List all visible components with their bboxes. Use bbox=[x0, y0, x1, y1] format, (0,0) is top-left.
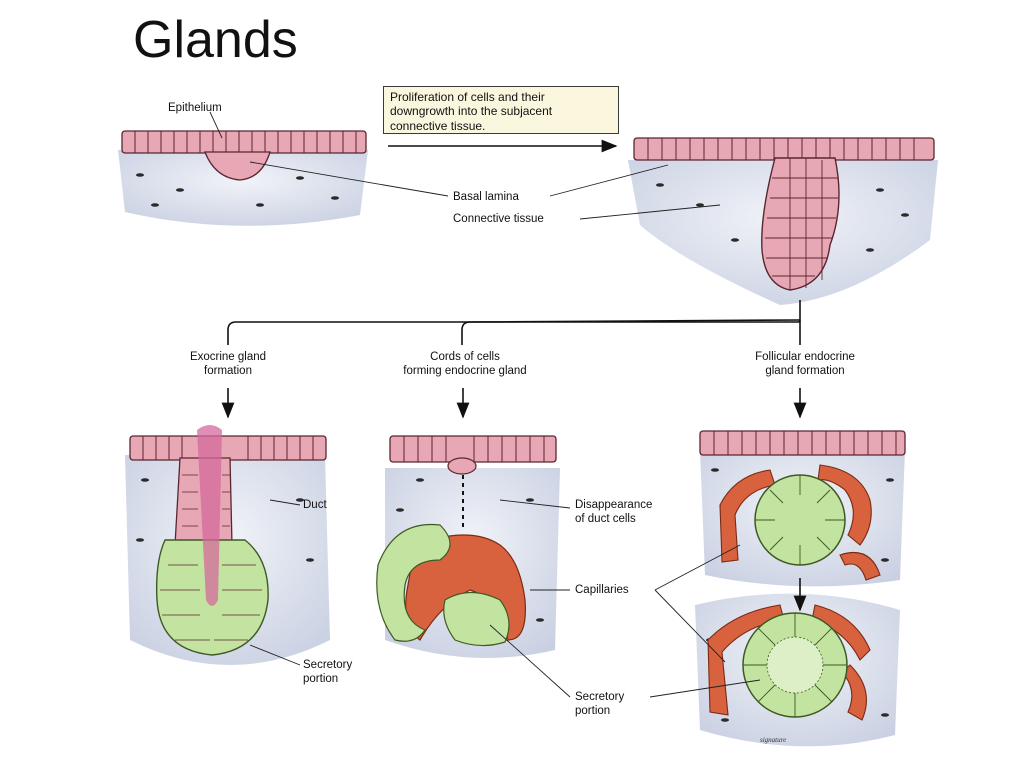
follicle-capillaries-bottom bbox=[707, 604, 871, 721]
proliferation-callout: Proliferation of cells and their downgro… bbox=[383, 86, 619, 134]
label-secretory-mid-line-1: Secretory bbox=[575, 691, 625, 703]
epithelium-strips bbox=[121, 130, 935, 463]
epithelial-downgrowth-small bbox=[204, 151, 271, 181]
slide-title: Glands bbox=[133, 11, 298, 69]
label-exocrine-line-1: Exocrine gland bbox=[189, 351, 267, 363]
flow-arrows bbox=[221, 139, 807, 612]
label-secretory-mid-line-2: portion bbox=[575, 705, 611, 718]
label-duct: Duct bbox=[303, 499, 327, 511]
downgrowth-cell-lines bbox=[765, 158, 838, 290]
cords-capillary bbox=[405, 534, 526, 641]
label-capillaries: Capillaries bbox=[575, 584, 629, 596]
follicle-bottom-cell-lines bbox=[743, 613, 847, 717]
leader-lines bbox=[209, 111, 761, 698]
label-connective-tissue: Connective tissue bbox=[453, 213, 544, 225]
artist-signature: signature bbox=[760, 736, 786, 744]
follicle-top-cell-lines bbox=[755, 475, 845, 565]
epithelium-cell-divisions bbox=[134, 131, 915, 462]
label-exocrine-line-2: formation bbox=[204, 365, 252, 378]
fibroblast-nuclei bbox=[136, 173, 909, 722]
label-follicular-line-1: Follicular endocrine bbox=[755, 351, 855, 363]
cords-of-cells bbox=[376, 523, 510, 647]
label-secretory-left-line-2: portion bbox=[303, 673, 339, 686]
callout-line-3: connective tissue. bbox=[390, 118, 486, 133]
callout-line-1: Proliferation of cells and their bbox=[390, 90, 545, 104]
label-disappearance-duct-cells: Disappearance of duct cells bbox=[575, 498, 652, 526]
label-secretory-left-line-1: Secretory bbox=[303, 659, 353, 671]
label-disappearance-line-1: Disappearance bbox=[575, 499, 653, 511]
label-basal-lamina: Basal lamina bbox=[453, 191, 519, 203]
label-secretory-portion-mid: Secretory portion bbox=[575, 690, 624, 718]
label-disappearance-line-2: of duct cells bbox=[575, 513, 636, 526]
exocrine-duct-lumen bbox=[197, 425, 222, 606]
follicle-capillaries-top bbox=[719, 464, 881, 581]
label-epithelium: Epithelium bbox=[168, 102, 222, 114]
label-cords-line-1: Cords of cells bbox=[430, 351, 500, 363]
label-follicular-endocrine: Follicular endocrine gland formation bbox=[730, 350, 880, 378]
label-exocrine-formation: Exocrine gland formation bbox=[163, 350, 293, 378]
label-secretory-portion-left: Secretory portion bbox=[303, 658, 352, 686]
label-cords-line-2: forming endocrine gland bbox=[403, 365, 527, 378]
cords-epithelial-bulge bbox=[447, 457, 477, 475]
exocrine-cell-lines bbox=[160, 474, 262, 641]
follicle-bottom-colloid bbox=[766, 636, 824, 694]
label-follicular-line-2: gland formation bbox=[765, 365, 845, 378]
callout-line-2: downgrowth into the subjacent bbox=[390, 104, 553, 119]
label-cords-endocrine: Cords of cells forming endocrine gland bbox=[380, 350, 550, 378]
